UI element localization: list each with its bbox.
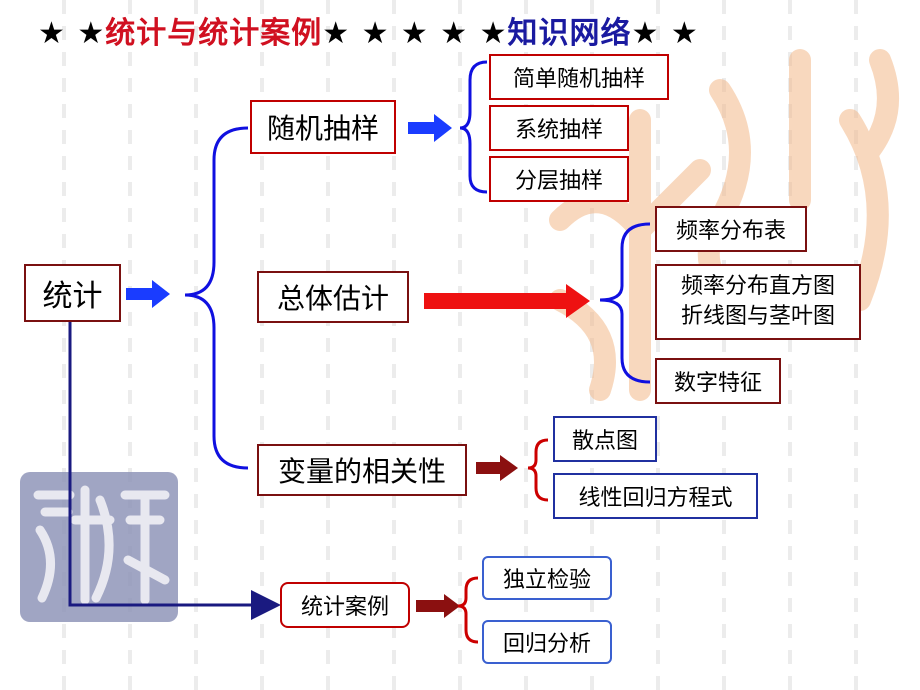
title-stars-middle: ★ ★ ★ ★ ★ xyxy=(322,16,508,51)
root-arrow xyxy=(126,280,170,308)
estimate-bracket xyxy=(599,222,651,384)
node-numeric-features: 数字特征 xyxy=(655,358,781,404)
title-stars-left: ★ ★ xyxy=(38,16,106,51)
sampling-arrow xyxy=(408,114,452,142)
node-regression-analysis: 回归分析 xyxy=(482,620,612,664)
freq-hist-line2: 折线图与茎叶图 xyxy=(680,304,835,329)
sampling-bracket xyxy=(459,60,488,194)
node-scatter-plot: 散点图 xyxy=(553,416,657,462)
cases-arrow xyxy=(416,594,460,618)
correlation-arrow xyxy=(476,455,518,481)
correlation-bracket xyxy=(527,438,549,502)
title-subtitle: 知识网络 xyxy=(507,16,632,51)
node-frequency-histogram: 频率分布直方图 折线图与茎叶图 xyxy=(655,264,861,340)
node-random-sampling: 随机抽样 xyxy=(250,100,396,154)
node-statistics: 统计 xyxy=(24,264,121,322)
page-title: ★ ★统计与统计案例★ ★ ★ ★ ★知识网络★ ★ xyxy=(38,8,699,52)
freq-hist-line1: 频率分布直方图 xyxy=(680,274,835,299)
node-frequency-table: 频率分布表 xyxy=(655,206,807,252)
node-simple-random-sampling: 简单随机抽样 xyxy=(489,54,669,100)
gray-seal xyxy=(20,472,178,622)
node-statistical-cases: 统计案例 xyxy=(280,582,410,628)
cases-bracket xyxy=(457,576,479,644)
estimate-arrow xyxy=(424,284,590,318)
node-population-estimate: 总体估计 xyxy=(257,271,409,323)
node-linear-regression: 线性回归方程式 xyxy=(553,473,758,519)
node-independence-test: 独立检验 xyxy=(482,556,612,600)
main-bracket xyxy=(184,126,249,470)
node-stratified-sampling: 分层抽样 xyxy=(489,156,629,202)
cases-line xyxy=(68,322,281,620)
title-topic: 统计与统计案例 xyxy=(105,16,323,51)
node-systematic-sampling: 系统抽样 xyxy=(489,105,629,151)
title-stars-right: ★ ★ xyxy=(631,16,699,51)
node-variable-correlation: 变量的相关性 xyxy=(257,444,467,496)
